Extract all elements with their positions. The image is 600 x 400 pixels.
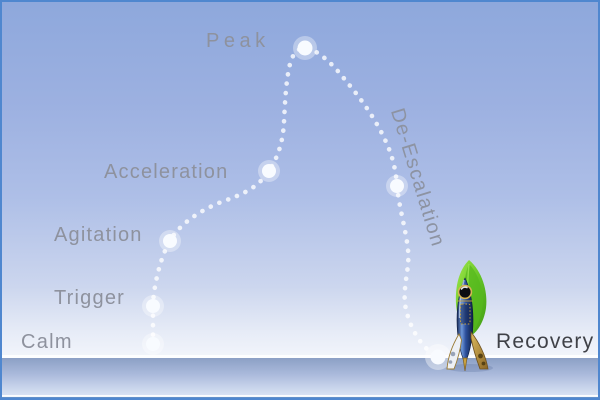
stage-dot-calm	[142, 333, 164, 355]
escalation-curve-path	[150, 45, 441, 360]
stage-dot-recovery	[425, 344, 451, 370]
horizon-line	[2, 355, 598, 358]
ground-band	[2, 358, 598, 396]
stage-dot-de-escalation	[386, 175, 408, 197]
stage-label-acceleration: Acceleration	[104, 161, 229, 183]
stage-label-peak: Peak	[206, 30, 270, 52]
stage-label-agitation: Agitation	[54, 224, 143, 246]
stage-label-recovery: Recovery	[496, 330, 595, 353]
stage-label-trigger: Trigger	[54, 287, 126, 309]
stage-dot-peak	[293, 36, 317, 60]
stage-dot-agitation	[159, 230, 181, 252]
ground-highlight-line	[2, 395, 598, 397]
rocket-fins	[446, 330, 489, 372]
footer-strip	[2, 397, 598, 398]
stage-label-calm: Calm	[21, 331, 73, 353]
rocket-icon	[446, 260, 489, 372]
stage-dot-acceleration	[258, 160, 280, 182]
sky-background	[2, 2, 598, 358]
stage-dot-trigger	[142, 295, 164, 317]
